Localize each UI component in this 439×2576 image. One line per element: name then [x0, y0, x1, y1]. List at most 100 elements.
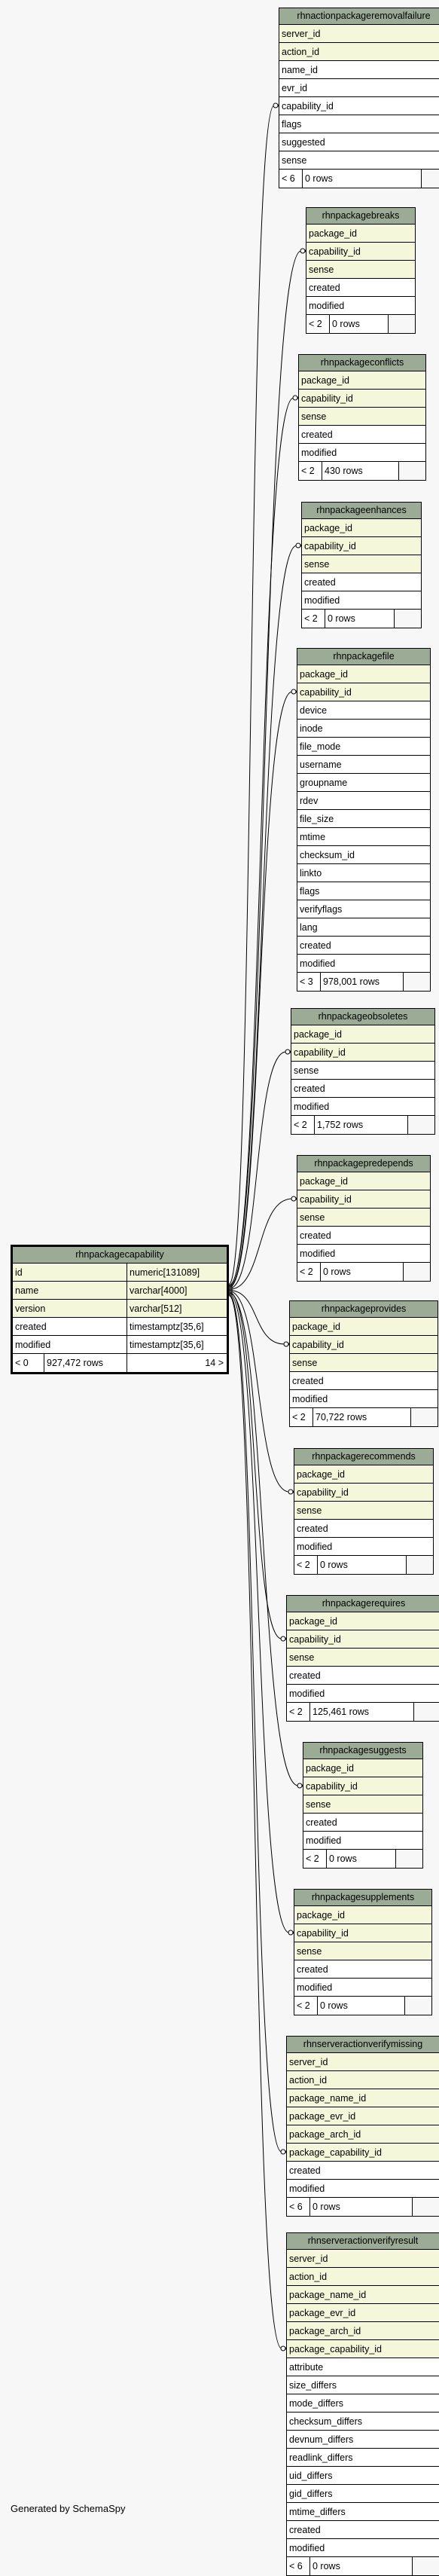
table-title: rhnpackagesuggests	[303, 1743, 422, 1759]
table-title: rhnactionpackageremovalfailure	[279, 8, 439, 25]
column-row: readlink_differs	[287, 2449, 439, 2467]
column-row: name_id	[279, 61, 439, 79]
column-row: modified	[294, 1538, 433, 1556]
table-title: rhnpackagerecommends	[294, 1449, 433, 1465]
crowfoot-marker	[273, 102, 279, 108]
relationship-line	[228, 1198, 298, 1290]
column-row: modified	[290, 1390, 437, 1408]
column-row: capability_id	[294, 1484, 433, 1502]
column-row: modified	[287, 1685, 439, 1703]
column-row: sense	[302, 555, 421, 573]
column-row: mode_differs	[287, 2394, 439, 2413]
column-row: package_name_id	[287, 2089, 439, 2107]
column-row: capability_id	[291, 1044, 434, 1062]
credit-text: Generated by SchemaSpy	[11, 2503, 126, 2514]
column-row: created	[287, 2521, 439, 2539]
column-row: sense	[290, 1354, 437, 1372]
column-row: capability_id	[287, 1630, 439, 1649]
relationship-line	[228, 1292, 304, 1786]
column-row: checksum_id	[297, 846, 430, 864]
column-row: devnum_differs	[287, 2431, 439, 2449]
relationship-line	[228, 1051, 292, 1289]
column-row: capability_id	[303, 1777, 422, 1795]
crowfoot-marker	[288, 1489, 294, 1495]
column-row: modified	[299, 444, 425, 462]
column-row: package_id	[287, 1612, 439, 1630]
column-row: capability_id	[302, 537, 421, 555]
relationship-line	[228, 1291, 288, 1639]
crowfoot-marker	[292, 395, 298, 401]
column-row: size_differs	[287, 2376, 439, 2394]
column-row: sense	[303, 1795, 422, 1814]
column-row: sense	[294, 1942, 431, 1960]
column-row: capability_id	[297, 683, 430, 701]
relationship-line	[228, 691, 298, 1288]
column-row: gid_differs	[287, 2485, 439, 2503]
column-row: created	[303, 1814, 422, 1832]
column-row: lang	[297, 918, 430, 937]
column-row: flags	[279, 115, 439, 133]
column-row: created	[302, 573, 421, 591]
column-row: created	[287, 1667, 439, 1685]
column-row: verifyflags	[297, 900, 430, 918]
column-row: package_capability_id	[287, 2144, 439, 2162]
crowfoot-marker	[285, 1049, 291, 1055]
crowfoot-marker	[297, 1783, 303, 1789]
column-row: package_id	[294, 1465, 433, 1484]
column-row: package_id	[290, 1318, 437, 1336]
column-row: capability_id	[297, 1190, 430, 1209]
column-row: sense	[297, 1209, 430, 1227]
column-row: mtime_differs	[287, 2503, 439, 2521]
table-title: rhnpackageprovides	[290, 1301, 437, 1318]
relationship-line	[228, 1293, 295, 1933]
table-title: rhnpackagefile	[297, 649, 430, 665]
column-row: mtime	[297, 828, 430, 846]
column-row: created	[306, 279, 415, 297]
relationship-line	[228, 1295, 288, 2349]
relationship-line	[228, 1290, 291, 1345]
column-row: action_id	[287, 2268, 439, 2286]
table-footer: < 0 927,472 rows 14 >	[13, 1354, 227, 1372]
column-row: evr_id	[279, 79, 439, 97]
column-row: capability_id	[290, 1336, 437, 1354]
table-title: rhnpackageconflicts	[299, 355, 425, 371]
column-row: package_arch_id	[287, 2322, 439, 2340]
column-row: inode	[297, 720, 430, 738]
relationship-line	[228, 545, 303, 1288]
column-row: sense	[299, 408, 425, 426]
crowfoot-marker	[291, 1196, 297, 1202]
column-row: created	[294, 1520, 433, 1538]
table-title: rhnpackagepredepends	[297, 1156, 430, 1172]
column-row: capability_id	[294, 1924, 431, 1942]
column-row: created	[290, 1372, 437, 1390]
column-row: package_id	[291, 1025, 434, 1044]
crowfoot-marker	[280, 2345, 286, 2351]
column-row: package_id	[297, 665, 430, 683]
column-row: modified	[287, 2180, 439, 2198]
column-row: package_id	[303, 1759, 422, 1777]
